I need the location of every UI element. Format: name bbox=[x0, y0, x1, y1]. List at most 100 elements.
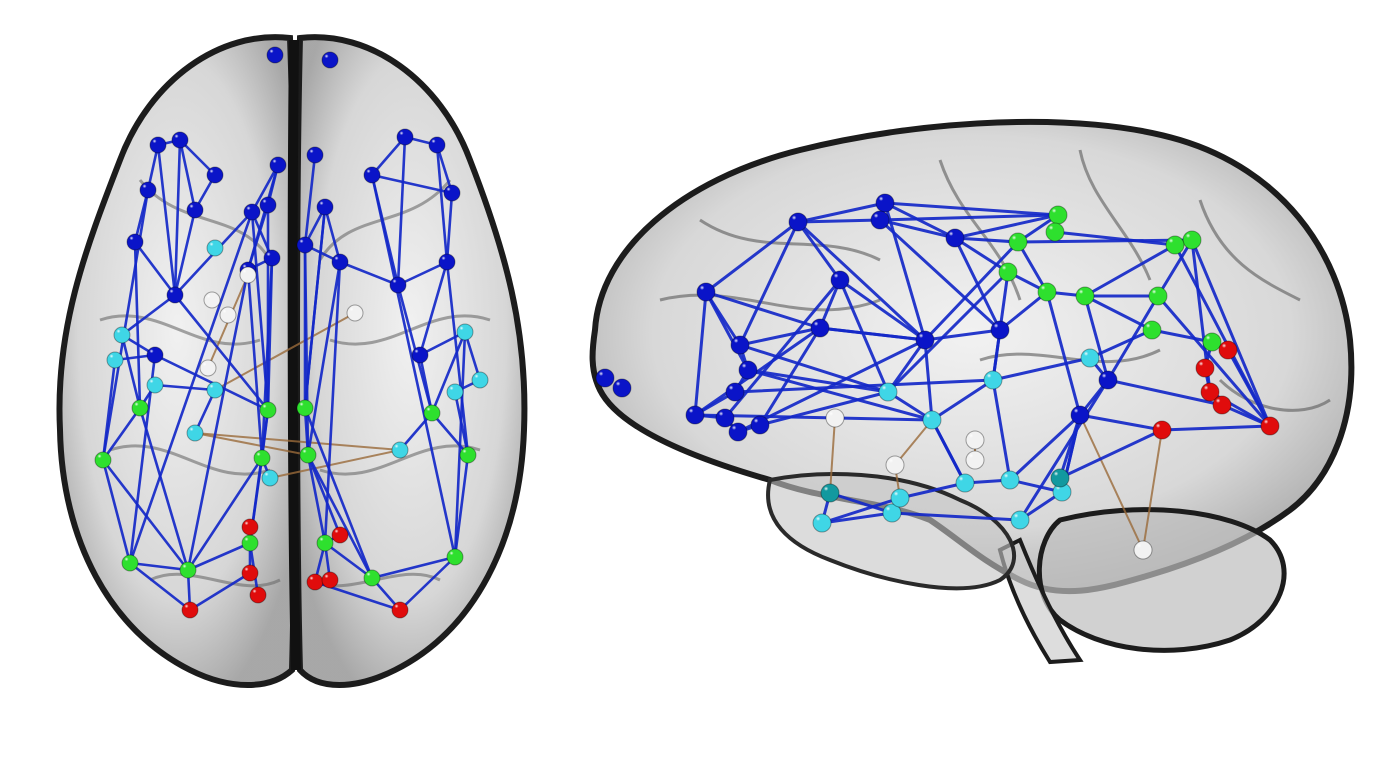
axial-edge-85 bbox=[153, 383, 217, 392]
axial-node-highlight-3 bbox=[174, 134, 182, 142]
sagittal-edge-45 bbox=[1160, 424, 1272, 432]
sagittal-edge-76 bbox=[820, 496, 902, 525]
axial-edge-6 bbox=[133, 240, 177, 297]
axial-edge-77 bbox=[418, 353, 434, 415]
sagittal-edge-98 bbox=[1173, 243, 1272, 428]
axial-node-highlight-58 bbox=[252, 589, 260, 597]
axial-edge-27 bbox=[338, 260, 400, 287]
axial-node-highlight-60 bbox=[324, 574, 332, 582]
axial-nodes bbox=[94, 46, 489, 619]
sagittal-node-highlight-9 bbox=[733, 338, 742, 347]
axial-node-highlight-19 bbox=[309, 149, 317, 157]
axial-edge-20 bbox=[370, 173, 454, 195]
sagittal-node-highlight-13 bbox=[718, 411, 727, 420]
axial-edge-46 bbox=[246, 268, 264, 460]
sagittal-edge-75 bbox=[820, 511, 894, 525]
sagittal-node-highlight-6 bbox=[948, 231, 957, 240]
sagittal-node-highlight-45 bbox=[1221, 343, 1230, 352]
sagittal-edge-60 bbox=[796, 220, 927, 342]
sagittal-edge-70 bbox=[738, 220, 800, 347]
sagittal-edge-47 bbox=[1190, 238, 1272, 428]
sagittal-edge-93 bbox=[1045, 290, 1082, 417]
axial-edge-80 bbox=[186, 456, 264, 572]
axial-node-highlight-49 bbox=[462, 449, 470, 457]
axial-node-highlight-48 bbox=[426, 407, 434, 415]
sagittal-edge-25 bbox=[998, 270, 1010, 332]
axial-node-highlight-51 bbox=[182, 564, 190, 572]
axial-edge-78 bbox=[138, 406, 190, 572]
sagittal-edge-85 bbox=[1058, 428, 1164, 480]
axial-edge-95 bbox=[128, 210, 254, 565]
sagittal-secondary-edge-3 bbox=[1142, 429, 1163, 551]
sagittal-edge-62 bbox=[878, 218, 1002, 332]
axial-edge-21 bbox=[445, 191, 454, 264]
axial-edge-82 bbox=[303, 406, 374, 580]
axial-node-highlight-62 bbox=[394, 604, 402, 612]
sagittal-node-highlight-44 bbox=[1198, 361, 1207, 370]
axial-view bbox=[56, 34, 528, 688]
sagittal-node-highlight-53 bbox=[828, 411, 837, 420]
axial-edge-60 bbox=[128, 561, 192, 612]
axial-node-highlight-28 bbox=[149, 379, 157, 387]
axial-node-highlight-0 bbox=[269, 49, 277, 57]
axial-node-highlight-14 bbox=[399, 131, 407, 139]
axial-node-highlight-50 bbox=[124, 557, 132, 565]
sagittal-edge-3 bbox=[796, 201, 887, 224]
sagittal-edge-101 bbox=[736, 338, 927, 434]
sagittal-node-highlight-41 bbox=[893, 491, 902, 500]
sagittal-brain-outline bbox=[589, 118, 1355, 665]
axial-node-highlight-7 bbox=[189, 204, 197, 212]
axial-node-highlight-43 bbox=[97, 454, 105, 462]
brainstem bbox=[997, 537, 1084, 665]
sagittal-view bbox=[589, 118, 1355, 665]
sagittal-node-highlight-34 bbox=[1083, 351, 1092, 360]
sagittal-edge-4 bbox=[796, 218, 882, 224]
sagittal-node-highlight-14 bbox=[731, 425, 740, 434]
sagittal-node-highlight-33 bbox=[986, 373, 995, 382]
axial-edge-97 bbox=[370, 173, 457, 559]
axial-edge-8 bbox=[156, 143, 177, 297]
axial-edge-71 bbox=[153, 353, 270, 412]
axial-edge-3 bbox=[178, 138, 197, 212]
sagittal-edge-35 bbox=[1053, 230, 1177, 247]
axial-edge-16 bbox=[246, 163, 280, 272]
axial-node-highlight-59 bbox=[309, 576, 317, 584]
axial-node-highlight-5 bbox=[142, 184, 150, 192]
axial-node-highlight-33 bbox=[209, 384, 217, 392]
axial-edge-53 bbox=[370, 555, 457, 580]
sagittal-node-highlight-24 bbox=[1168, 238, 1177, 247]
axial-node-highlight-41 bbox=[242, 269, 250, 277]
axial-node-highlight-30 bbox=[459, 326, 467, 334]
axial-node-highlight-17 bbox=[446, 187, 454, 195]
sagittal-node-highlight-0 bbox=[598, 371, 607, 380]
sagittal-node-highlight-2 bbox=[699, 285, 708, 294]
sagittal-edge-96 bbox=[923, 240, 1020, 342]
sagittal-edge-12 bbox=[953, 236, 1010, 274]
axial-node-highlight-10 bbox=[262, 199, 270, 207]
axial-node-highlight-2 bbox=[152, 139, 160, 147]
sagittal-node-highlight-38 bbox=[1013, 513, 1022, 522]
sagittal-edge-65 bbox=[738, 343, 890, 394]
temporal-lobe bbox=[766, 472, 1017, 591]
sagittal-node-highlight-27 bbox=[1151, 289, 1160, 298]
axial-edge-28 bbox=[396, 260, 449, 287]
axial-node-highlight-18 bbox=[319, 201, 327, 209]
axial-node-highlight-27 bbox=[109, 354, 117, 362]
sagittal-node-highlight-52 bbox=[968, 453, 977, 462]
sagittal-nodes bbox=[595, 193, 1280, 560]
axial-node-highlight-8 bbox=[272, 159, 280, 167]
sagittal-node-highlight-15 bbox=[753, 418, 762, 427]
sagittal-edge-88 bbox=[930, 418, 967, 485]
axial-node-highlight-16 bbox=[366, 169, 374, 177]
axial-node-highlight-29 bbox=[209, 242, 217, 250]
axial-node-highlight-11 bbox=[266, 252, 274, 260]
sagittal-edge-0 bbox=[704, 220, 800, 294]
sagittal-edge-92 bbox=[1106, 294, 1160, 382]
axial-edge-96 bbox=[323, 260, 342, 545]
axial-edge-64 bbox=[188, 571, 252, 612]
axial-node-highlight-24 bbox=[414, 349, 422, 357]
axial-node-highlight-13 bbox=[169, 289, 177, 297]
axial-secondary-edge-1 bbox=[269, 449, 401, 479]
sagittal-edge-57 bbox=[746, 368, 890, 394]
